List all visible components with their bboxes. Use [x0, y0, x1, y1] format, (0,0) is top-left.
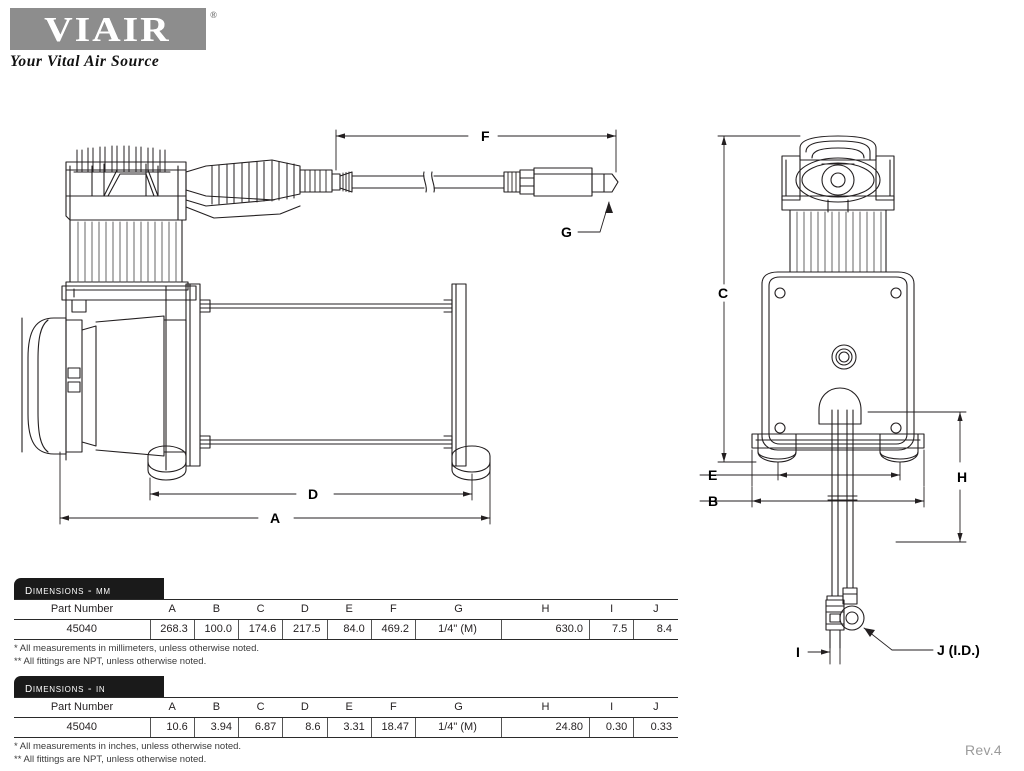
cell-b: 100.0: [194, 619, 240, 640]
table-banner-mm: Dimensions - MM: [14, 578, 164, 599]
front-view-compressor: [751, 135, 925, 649]
column-header-d: D: [282, 599, 327, 620]
table-note-2: ** All fittings are NPT, unless otherwis…: [14, 753, 207, 765]
dimensions-table-in: Dimensions - IN Part Number A B C D E F …: [14, 676, 678, 766]
dimension-line-E: [699, 449, 925, 487]
cell-part-number: 45040: [14, 619, 151, 640]
table-note-2: ** All fittings are NPT, unless otherwis…: [14, 655, 207, 667]
table-banner-label: Dimensions - IN: [25, 678, 106, 695]
column-header-i: I: [589, 697, 634, 718]
leader-line-G: [577, 201, 613, 233]
logo-wordmark: VIAIR: [44, 9, 172, 49]
column-header-h: H: [501, 599, 590, 620]
dim-label-G: G: [561, 224, 572, 240]
cell-d: 8.6: [282, 717, 328, 738]
table-header-row: Part Number A B C D E F G H I J: [14, 697, 678, 718]
column-header-i: I: [589, 599, 634, 620]
column-header-part-number: Part Number: [14, 599, 150, 620]
dimension-line-I: [807, 639, 841, 665]
column-header-g: G: [415, 697, 502, 718]
dimension-line-B: [699, 486, 925, 508]
column-header-f: F: [371, 599, 416, 620]
cell-c: 174.6: [238, 619, 284, 640]
column-header-j: J: [633, 599, 678, 620]
cell-b: 3.94: [194, 717, 240, 738]
table-banner-in: Dimensions - IN: [14, 676, 164, 697]
dimension-line-F: [335, 129, 617, 173]
side-view-air-hose: [331, 167, 619, 197]
column-header-c: C: [238, 599, 283, 620]
column-header-d: D: [282, 697, 327, 718]
cell-e: 3.31: [327, 717, 372, 738]
cell-e: 84.0: [327, 619, 372, 640]
table-note-1: * All measurements in inches, unless oth…: [14, 741, 242, 752]
cell-j: 8.4: [633, 619, 678, 640]
table-row: 45040 10.6 3.94 6.87 8.6 3.31 18.47 1/4"…: [14, 717, 678, 738]
column-header-f: F: [371, 697, 416, 718]
cell-i: 7.5: [589, 619, 635, 640]
leader-line-J: [863, 627, 934, 651]
revision-label: Rev.4: [964, 742, 1002, 758]
column-header-j: J: [633, 697, 678, 718]
table-notes-mm: * All measurements in millimeters, unles…: [14, 643, 678, 668]
cell-i: 0.30: [589, 717, 635, 738]
dim-label-B: B: [708, 493, 719, 509]
side-view-compressor: [21, 145, 491, 481]
cell-d: 217.5: [282, 619, 328, 640]
table-in: Part Number A B C D E F G H I J 45040 10…: [14, 697, 678, 738]
dim-label-J: J (I.D.): [937, 642, 980, 658]
cell-j: 0.33: [633, 717, 678, 738]
logo-mark: VIAIR ®: [10, 8, 217, 50]
column-header-h: H: [501, 697, 590, 718]
cell-a: 268.3: [150, 619, 195, 640]
viair-logo: VIAIR ® Your Vital Air Source: [10, 8, 220, 74]
cell-h: 630.0: [501, 619, 590, 640]
dim-label-H: H: [957, 469, 968, 485]
cell-g: 1/4" (M): [415, 619, 502, 640]
table-note-1: * All measurements in millimeters, unles…: [14, 643, 259, 654]
column-header-b: B: [194, 697, 239, 718]
table-notes-in: * All measurements in inches, unless oth…: [14, 741, 678, 766]
cell-f: 18.47: [371, 717, 417, 738]
column-header-a: A: [150, 697, 195, 718]
column-header-e: E: [327, 697, 372, 718]
column-header-e: E: [327, 599, 372, 620]
dimension-line-H: [867, 411, 967, 543]
column-header-c: C: [238, 697, 283, 718]
cell-g: 1/4" (M): [415, 717, 502, 738]
dim-label-E: E: [708, 467, 718, 483]
table-row: 45040 268.3 100.0 174.6 217.5 84.0 469.2…: [14, 619, 678, 640]
cell-a: 10.6: [150, 717, 195, 738]
dimensions-table-mm: Dimensions - MM Part Number A B C D E F …: [14, 578, 678, 668]
table-header-row: Part Number A B C D E F G H I J: [14, 599, 678, 620]
table-mm: Part Number A B C D E F G H I J 45040 26…: [14, 599, 678, 640]
table-banner-label: Dimensions - MM: [25, 580, 111, 597]
cell-c: 6.87: [238, 717, 284, 738]
dimension-line-C: [717, 135, 801, 463]
column-header-g: G: [415, 599, 502, 620]
cell-f: 469.2: [371, 619, 417, 640]
column-header-b: B: [194, 599, 239, 620]
column-header-a: A: [150, 599, 195, 620]
registered-trademark-icon: ®: [210, 10, 217, 20]
dim-label-C: C: [718, 285, 729, 301]
logo-tagline: Your Vital Air Source: [10, 53, 160, 70]
dim-label-I: I: [796, 644, 800, 660]
dim-label-D: D: [308, 486, 319, 502]
column-header-part-number: Part Number: [14, 697, 150, 718]
cell-part-number: 45040: [14, 717, 151, 738]
cell-h: 24.80: [501, 717, 590, 738]
dim-label-A: A: [270, 510, 281, 526]
dim-label-F: F: [481, 128, 490, 144]
